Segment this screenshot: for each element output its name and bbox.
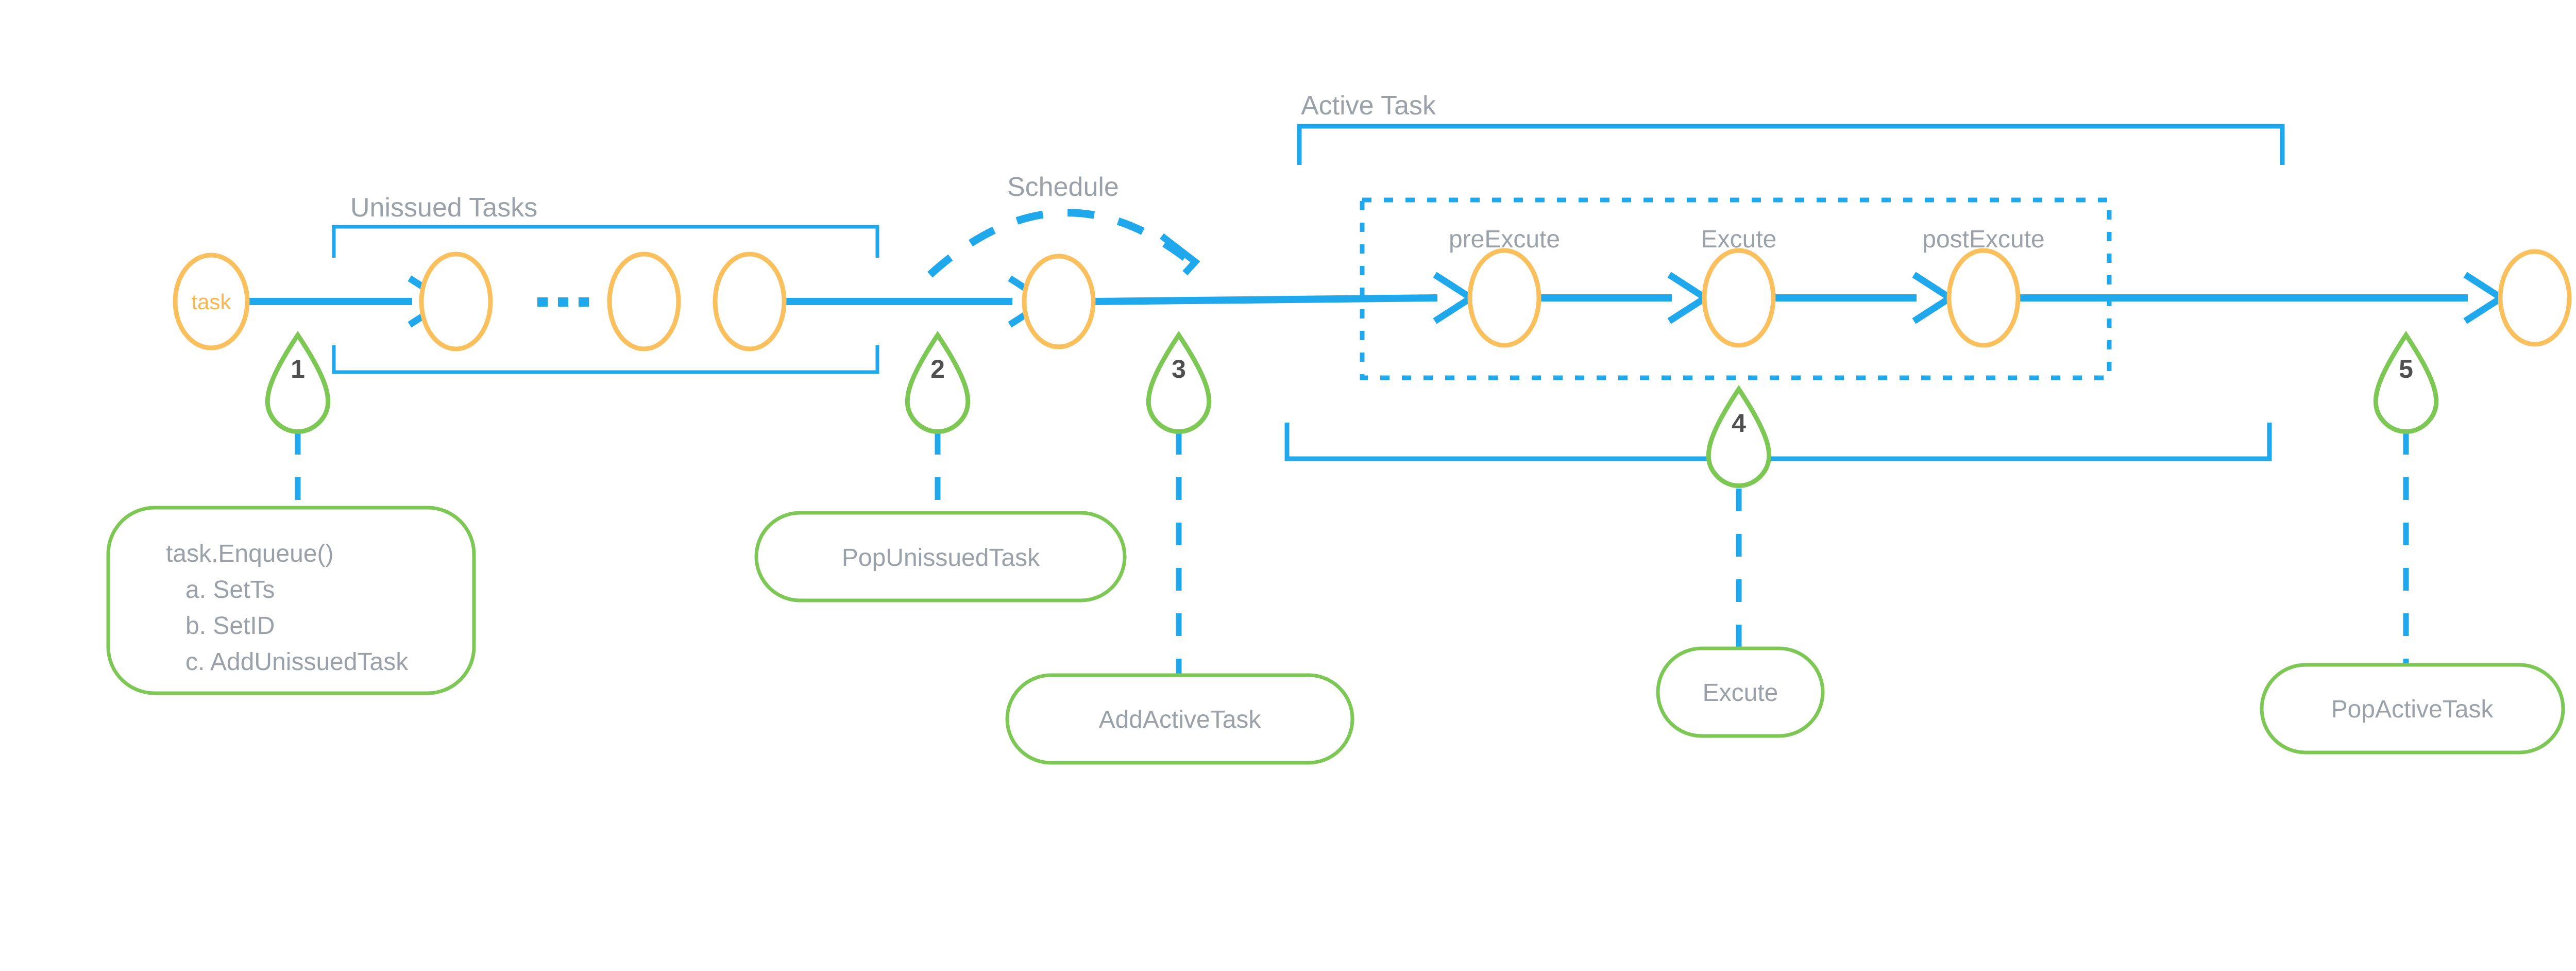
preexcute-label: preExcute	[1449, 226, 1560, 253]
note-enqueue-line-3: b. SetID	[185, 612, 275, 640]
note-box-enqueue[interactable]: task.Enqueue() a. SetTs b. SetID c. AddU…	[106, 506, 476, 695]
node-group	[173, 248, 2572, 351]
node-task-label: task	[191, 290, 231, 314]
arrow-head-to-excute	[1667, 272, 1712, 324]
note-enqueue-line-2: a. SetTs	[185, 576, 275, 604]
note-box-pop-unissued-shape	[754, 511, 1127, 602]
node-postexcute[interactable]	[1946, 248, 2021, 348]
flow-segment-schedule-to-pre	[1094, 294, 1438, 305]
note-box-add-active[interactable]: AddActiveTask	[1005, 673, 1354, 765]
note-box-excute-shape	[1656, 646, 1825, 738]
marker-1[interactable]: 1	[265, 330, 331, 434]
arrow-head-to-preexcute	[1433, 272, 1478, 324]
arrow-head-to-postexcute	[1912, 272, 1957, 324]
marker-2[interactable]: 2	[905, 330, 971, 434]
main-flow-line-group	[247, 294, 2468, 305]
marker-3-number: 3	[1172, 355, 1186, 383]
unissued-tasks-label: Unissued Tasks	[350, 193, 537, 223]
marker-group: 1 2 3 4 5	[265, 330, 2439, 488]
execution-stage-dotted-box	[1360, 197, 2112, 380]
marker-2-number: 2	[930, 355, 945, 383]
note-enqueue-line-4: c. AddUnissuedTask	[185, 648, 409, 676]
node-excute[interactable]	[1702, 248, 1776, 348]
active-task-bracket	[1284, 124, 2285, 461]
note-box-pop-unissued[interactable]: PopUnissuedTask	[754, 511, 1127, 602]
schedule-arc-arrowhead	[1160, 233, 1200, 276]
marker-3[interactable]: 3	[1146, 330, 1212, 434]
queue-ellipsis-icon	[537, 297, 589, 307]
active-task-label: Active Task	[1301, 91, 1436, 121]
marker-5[interactable]: 5	[2373, 330, 2439, 434]
node-end[interactable]	[2498, 249, 2572, 347]
schedule-arc-group	[927, 209, 1200, 278]
node-preexcute[interactable]	[1467, 248, 1541, 348]
marker-5-number: 5	[2399, 355, 2413, 383]
marker-4[interactable]: 4	[1706, 384, 1772, 488]
node-unissued-3[interactable]	[713, 252, 787, 351]
node-schedule[interactable]	[1022, 254, 1096, 349]
marker-connector-group	[295, 387, 2409, 680]
node-unissued-2[interactable]	[607, 252, 681, 351]
excute-label: Excute	[1701, 226, 1777, 253]
marker-4-number: 4	[1732, 409, 1746, 438]
arrow-head-to-end-node	[2463, 272, 2508, 324]
note-add-active-label: AddActiveTask	[1099, 706, 1262, 733]
schedule-label: Schedule	[1007, 172, 1119, 202]
node-task[interactable]	[173, 253, 250, 350]
node-unissued-1[interactable]	[419, 252, 493, 351]
note-pop-unissued-label: PopUnissuedTask	[842, 544, 1040, 572]
note-box-pop-active[interactable]: PopActiveTask	[2260, 663, 2565, 755]
note-box-enqueue-shape	[106, 506, 476, 695]
note-enqueue-line-1: task.Enqueue()	[166, 540, 334, 567]
note-box-add-active-shape	[1005, 673, 1354, 765]
note-excute-label: Excute	[1703, 679, 1778, 707]
postexcute-label: postExcute	[1922, 226, 2044, 253]
note-box-pop-active-shape	[2260, 663, 2565, 755]
unissued-tasks-bracket	[332, 225, 879, 374]
note-pop-active-label: PopActiveTask	[2331, 696, 2494, 723]
note-box-excute[interactable]: Excute	[1656, 646, 1825, 738]
marker-1-number: 1	[291, 355, 305, 383]
